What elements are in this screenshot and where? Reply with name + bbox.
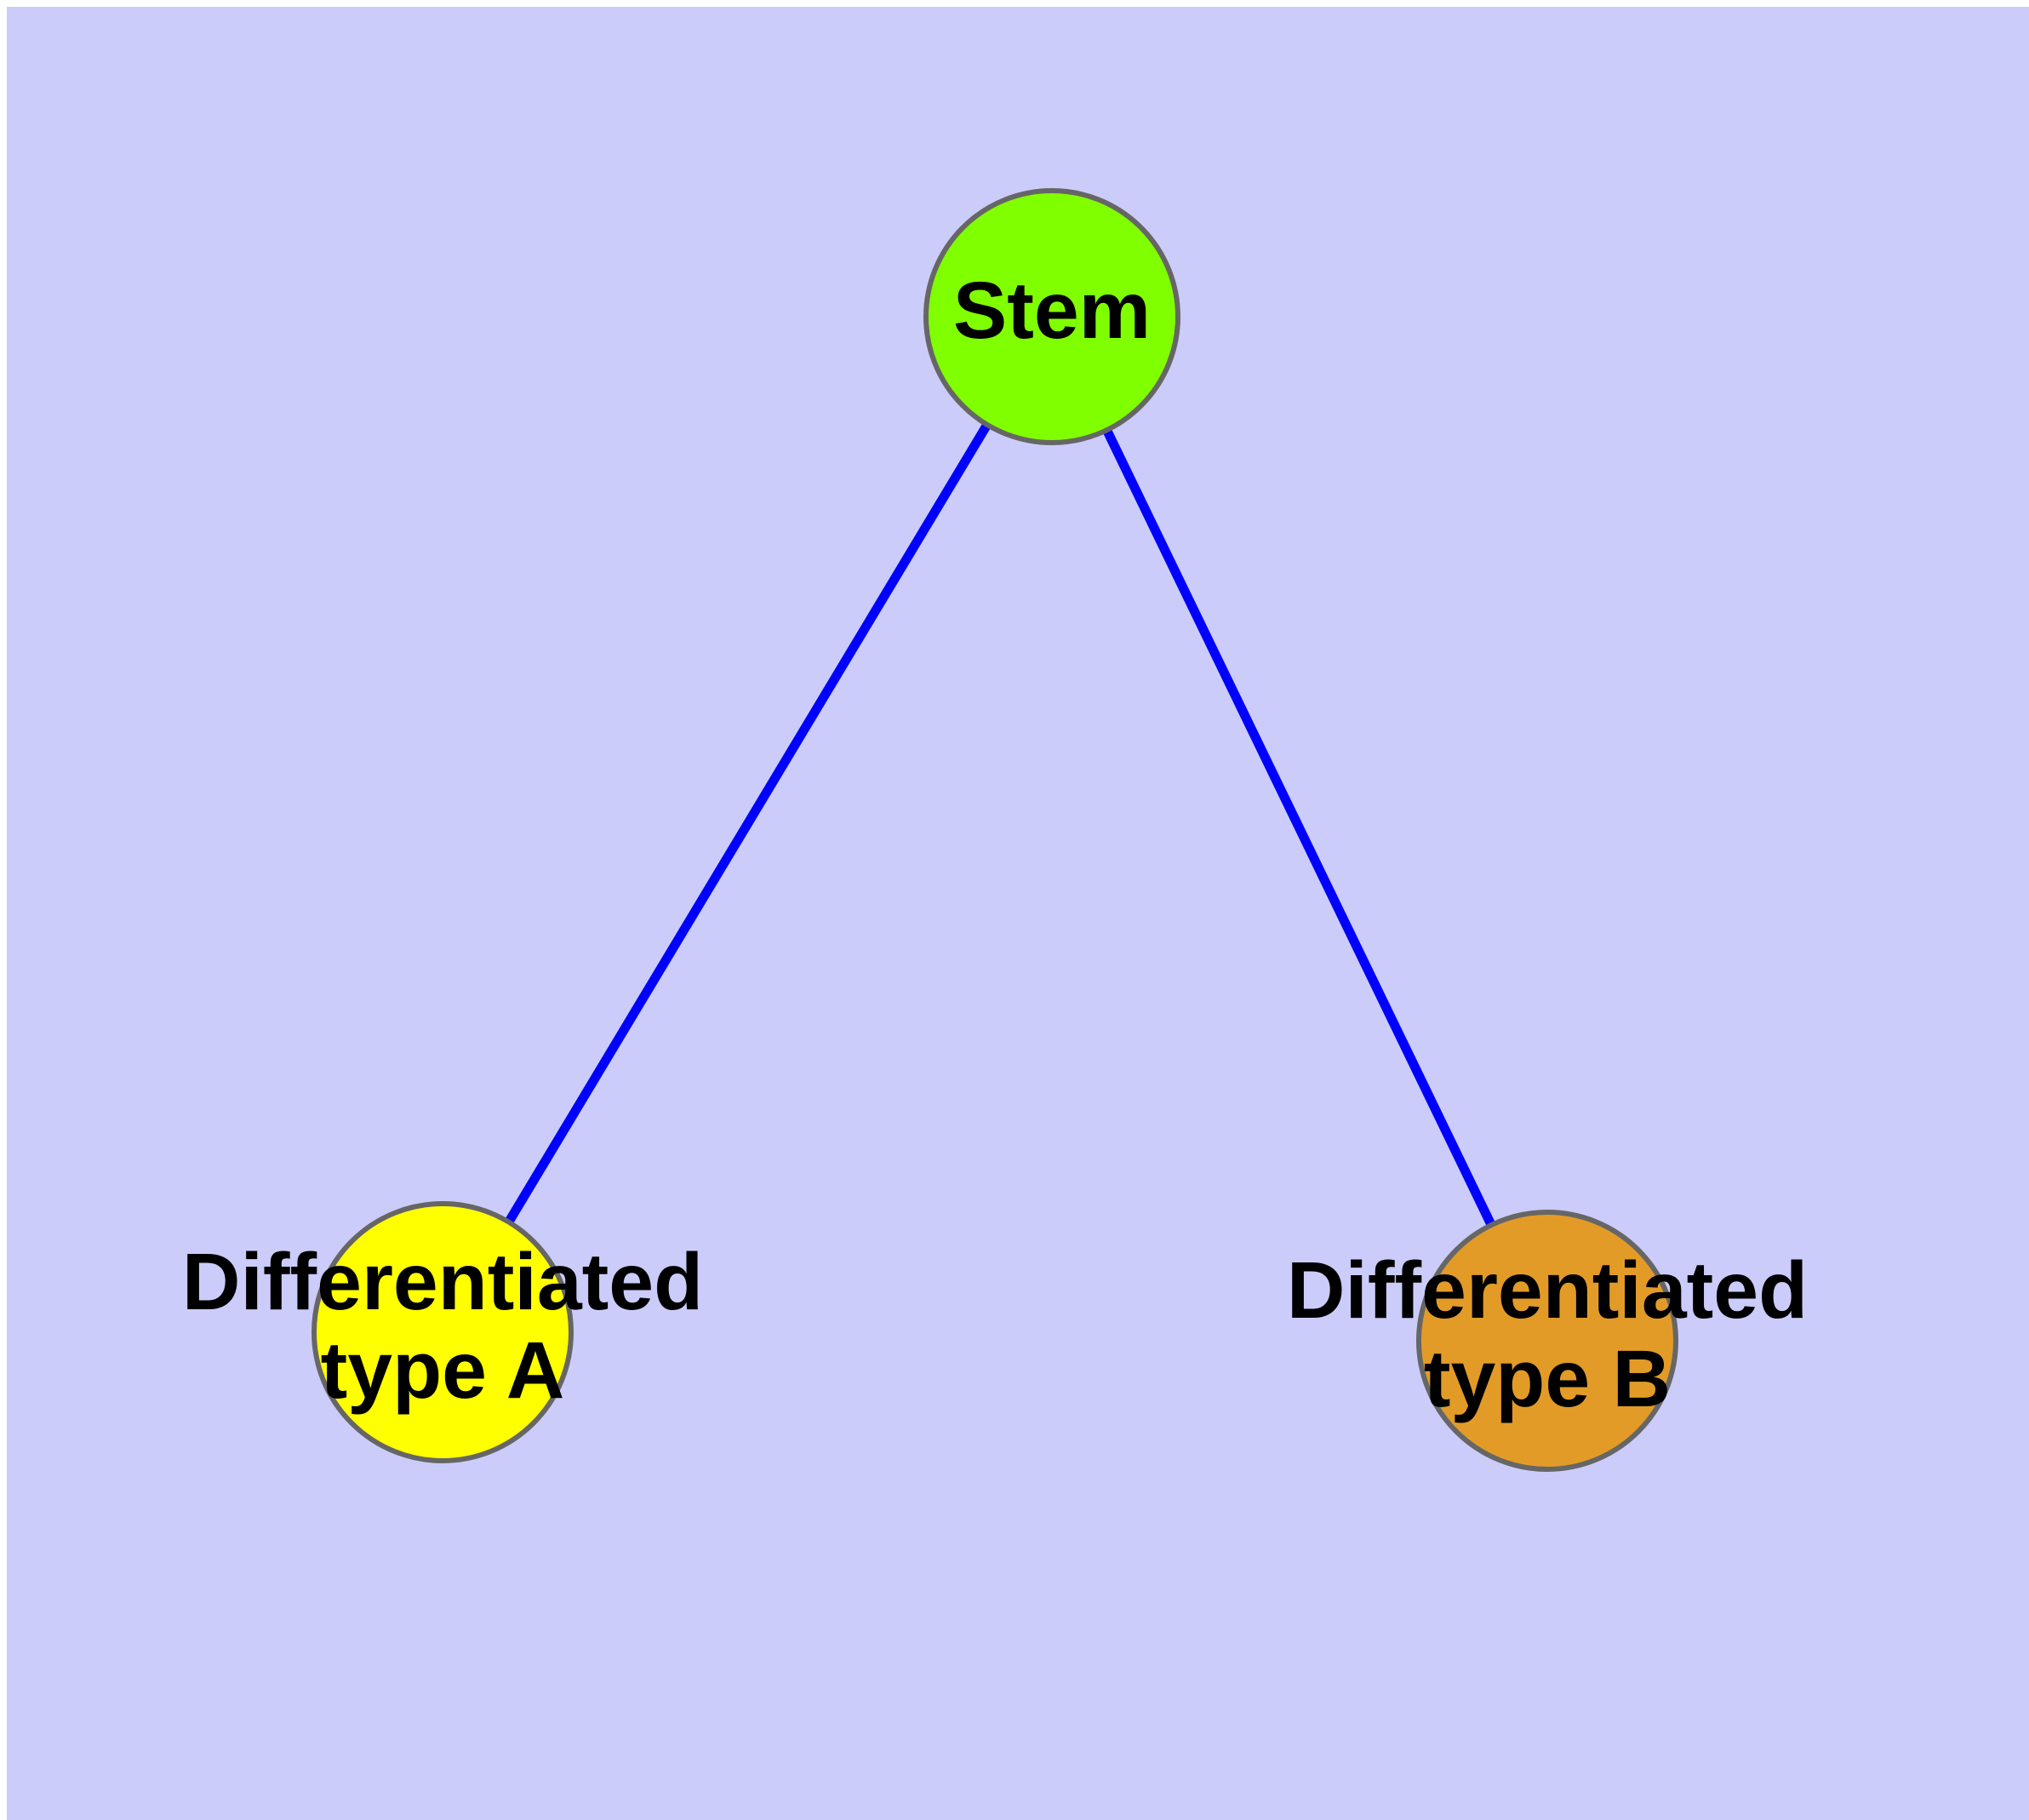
node-label-stem: Stem	[953, 266, 1151, 356]
nodes-layer	[311, 188, 1678, 1472]
edge-stem-to-differentiated-type-a[interactable]	[505, 422, 992, 1224]
node-label-line: type B	[1424, 1334, 1671, 1424]
node-label-line: Differentiated	[182, 1237, 703, 1327]
node-differentiated-type-a[interactable]	[311, 1201, 574, 1463]
node-label-line: Stem	[953, 266, 1151, 356]
node-differentiated-type-b[interactable]	[1416, 1210, 1678, 1472]
node-label-line: type A	[321, 1325, 565, 1416]
node-stem[interactable]	[923, 188, 1180, 445]
edge-stem-to-differentiated-type-b[interactable]	[1102, 428, 1495, 1227]
edges-layer	[505, 422, 1495, 1227]
node-label-line: Differentiated	[1287, 1245, 1808, 1336]
